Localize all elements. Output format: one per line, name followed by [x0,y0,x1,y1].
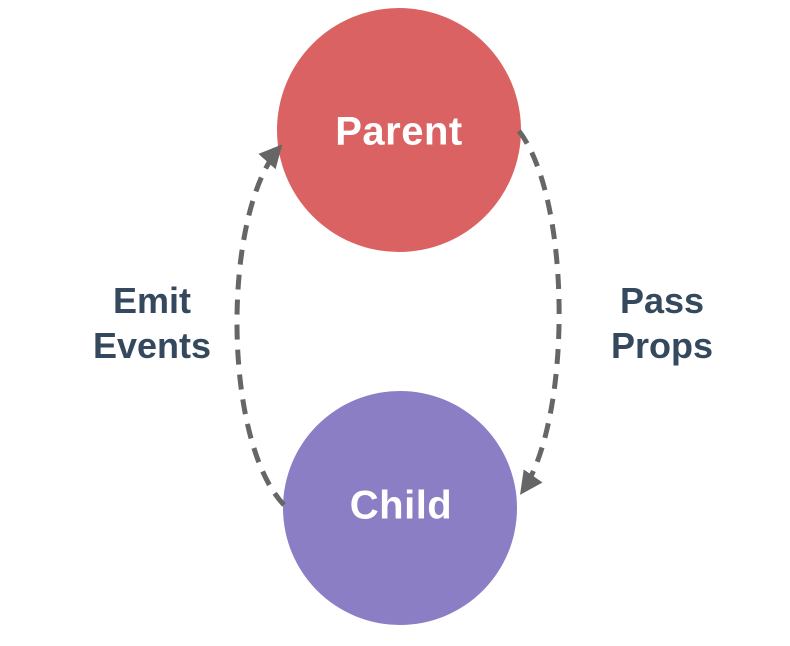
emit-events-arrow [234,144,286,507]
child-node-circle [283,391,517,625]
parent-node-label: Parent [335,109,463,154]
child-node-label: Child [349,483,453,528]
emit-events-label-line1: Emit [112,280,191,321]
parent-node-circle [277,8,521,252]
pass-props-label-line1: Pass [619,280,705,321]
pass-props-label-line2: Props [610,325,714,366]
emit-events-label-line2: Events [92,325,212,366]
emit-events-label: Emit Events [93,278,211,368]
pass-props-arrow [517,129,562,495]
pass-props-label: Pass Props [611,278,713,368]
